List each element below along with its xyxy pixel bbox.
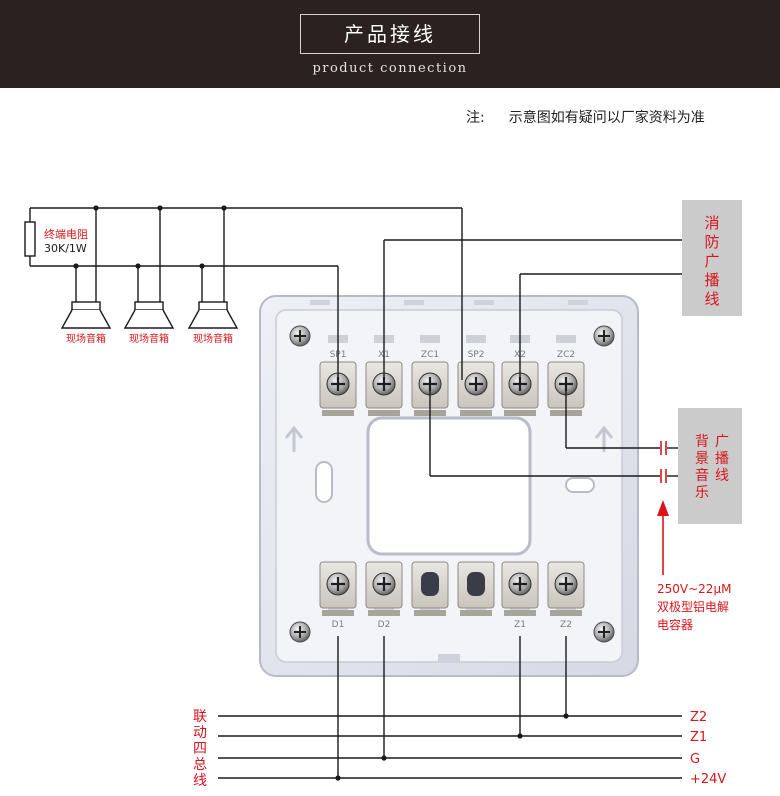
- speaker-label: 现场音箱: [129, 332, 169, 345]
- terminal-module: [259, 295, 639, 677]
- terminal-label: D1: [332, 620, 345, 630]
- speaker-wiring: [29, 207, 463, 380]
- terminal-z1: Z1: [501, 561, 539, 630]
- terminal-label: ZC2: [557, 350, 575, 360]
- terminal-screw-icon: [326, 572, 350, 596]
- label-char: 线: [704, 290, 719, 308]
- note-label: 注:: [466, 110, 485, 126]
- junction-dots: [73, 205, 227, 269]
- terminal-label: Z2: [560, 620, 572, 630]
- resistor-icon: [24, 221, 36, 257]
- disclaimer-note: 注: 示意图如有疑问以厂家资料为准: [466, 107, 705, 127]
- terminal-label: Z1: [514, 620, 526, 630]
- empty-socket-icon: [467, 572, 485, 596]
- label-char: 播: [704, 271, 719, 289]
- label-char: 背: [695, 434, 709, 450]
- capacitor-icon: [660, 441, 667, 483]
- terminal-screw-icon: [372, 572, 396, 596]
- label-char: 景: [695, 451, 709, 467]
- corner-screw-icon: [593, 621, 615, 643]
- label-char: 广: [715, 434, 729, 450]
- fire-broadcast-box: [682, 200, 742, 316]
- note-text: 示意图如有疑问以厂家资料为准: [508, 110, 705, 126]
- bus-junction-dots: [335, 713, 569, 781]
- speaker-3: 现场音箱: [187, 301, 239, 345]
- background-music-wiring: [429, 380, 678, 477]
- capacitor-note-line2: 双极型铝电解: [657, 599, 729, 614]
- corner-screw-icon: [289, 621, 311, 643]
- terminal-d2: D2: [365, 561, 403, 630]
- terminal-sp2: SP2: [457, 335, 495, 416]
- label-char: 动: [193, 725, 207, 741]
- resistor-label-line2: 30K/1W: [44, 242, 87, 255]
- corner-screw-icon: [289, 325, 311, 347]
- label-char: 广: [704, 252, 719, 270]
- terminal-blank-2: [411, 561, 449, 616]
- bus-line-g: G: [690, 752, 700, 767]
- capacitor-note-line1: 250V~22μM: [657, 582, 731, 596]
- speaker-icon: [187, 301, 239, 329]
- header-banner: 产品接线 product connection: [0, 0, 780, 88]
- speaker-2: 现场音箱: [123, 301, 175, 345]
- background-music-box: [678, 408, 742, 524]
- speaker-label: 现场音箱: [193, 332, 233, 345]
- terminal-label: D2: [378, 620, 391, 630]
- label-char: 防: [704, 233, 719, 251]
- label-char: 乐: [695, 485, 709, 501]
- terminal-label: ZC1: [421, 350, 439, 360]
- speaker-label: 现场音箱: [66, 332, 106, 345]
- label-char: 四: [193, 741, 207, 757]
- label-char: 消: [704, 214, 719, 232]
- resistor-label-line1: 终端电阻: [44, 227, 88, 241]
- label-char: 线: [193, 773, 207, 789]
- terminal-d1: D1: [319, 561, 357, 630]
- fire-broadcast-wiring: [383, 239, 682, 380]
- page-title: 产品接线: [300, 14, 480, 54]
- terminal-screw-icon: [554, 572, 578, 596]
- capacitor-note-line3: 电容器: [657, 617, 693, 632]
- terminal-screw-icon: [464, 372, 488, 396]
- speaker-icon: [60, 301, 112, 329]
- bottom-terminal-block: D1 D2 Z1 Z2: [319, 561, 585, 630]
- speakers: 现场音箱 现场音箱 现场音箱: [60, 301, 239, 345]
- label-char: 总: [193, 757, 207, 773]
- bus-wiring: [218, 636, 682, 779]
- capacitor-arrow-icon: [657, 500, 669, 575]
- terminal-screw-icon: [372, 372, 396, 396]
- label-char: 播: [715, 451, 729, 467]
- bus-line-24v: +24V: [690, 772, 726, 787]
- label-char: 线: [715, 468, 729, 484]
- label-char: 联: [193, 709, 207, 725]
- terminal-blank-3: [457, 561, 495, 616]
- terminal-z2: Z2: [547, 561, 585, 630]
- page-subtitle: product connection: [312, 61, 468, 76]
- terminal-screw-icon: [508, 572, 532, 596]
- label-char: 音: [695, 467, 709, 484]
- empty-socket-icon: [421, 572, 439, 596]
- bus-line-z1: Z1: [690, 730, 707, 745]
- speaker-icon: [123, 301, 175, 329]
- bus-line-z2: Z2: [690, 710, 707, 725]
- speaker-1: 现场音箱: [60, 301, 112, 345]
- corner-screw-icon: [593, 325, 615, 347]
- terminal-label: SP2: [468, 350, 485, 360]
